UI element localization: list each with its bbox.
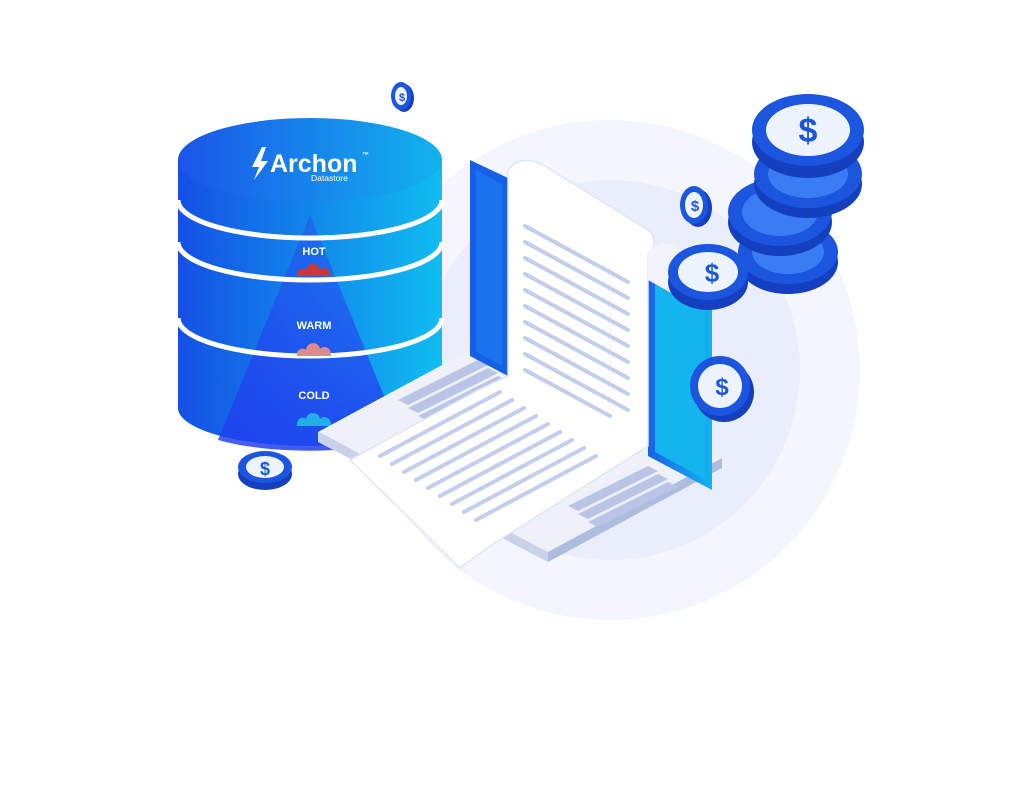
tier-warm-label: WARM	[297, 320, 332, 332]
hot-cloud-icon	[296, 264, 331, 276]
tier-hot-label: HOT	[302, 246, 326, 258]
keyboard-keys-right	[568, 466, 678, 527]
dollar-icon: $	[691, 198, 700, 215]
dollar-icon: $	[715, 374, 729, 401]
coin: $	[752, 94, 864, 178]
tier-warm: WARM	[296, 320, 332, 356]
tier-cold: COLD	[296, 390, 332, 426]
document-lines	[378, 224, 630, 522]
brand-product: Datastore	[311, 173, 348, 183]
floating-coin-top: $	[391, 82, 414, 112]
cold-cloud-icon	[296, 413, 332, 426]
floating-coin-bottom: $	[238, 451, 292, 490]
brand-name: Archon	[270, 150, 358, 178]
floating-coin-middle: $	[680, 186, 712, 227]
dollar-icon: $	[260, 459, 270, 479]
tier-cone	[218, 215, 402, 451]
tier-cold-label: COLD	[298, 390, 329, 402]
lightning-icon	[252, 147, 268, 180]
warm-cloud-icon	[296, 343, 332, 356]
dollar-icon: $	[705, 258, 720, 288]
dollar-icon: $	[399, 92, 405, 104]
coin-stack: $	[728, 94, 864, 294]
archon-logo: Archon ™ Datastore	[252, 147, 369, 183]
coin-behind-screen-upper: $	[668, 244, 748, 310]
brand-trademark: ™	[362, 152, 369, 159]
coin-behind-screen-lower: $	[690, 356, 754, 422]
datastore-cylinder	[175, 118, 445, 451]
dollar-icon: $	[799, 112, 818, 150]
tier-hot: HOT	[296, 246, 331, 276]
